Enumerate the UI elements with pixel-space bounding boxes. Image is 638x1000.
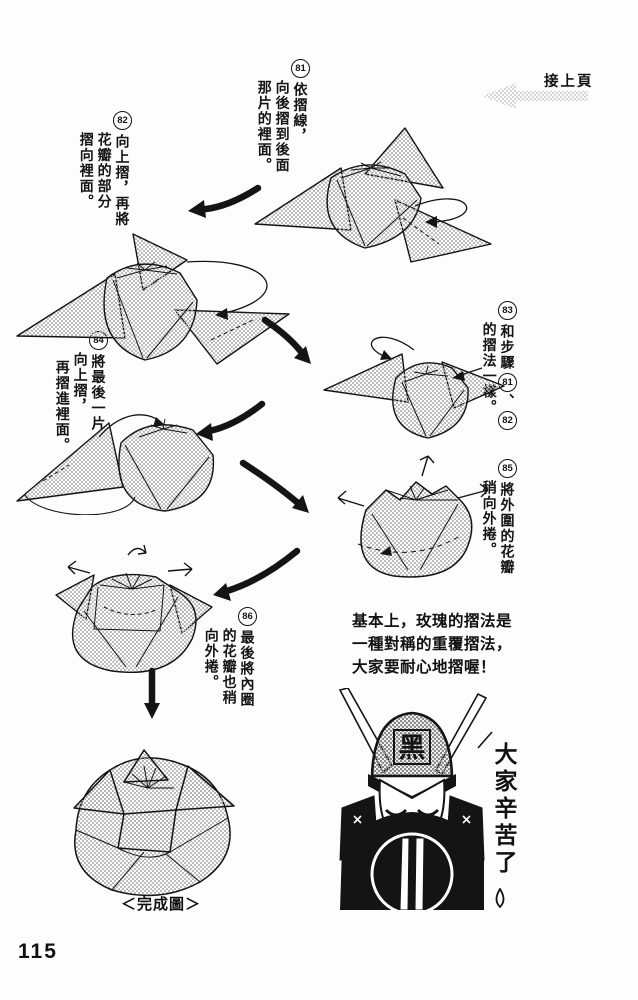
caption-column: 81依摺線， — [291, 58, 310, 173]
samurai-mascot-illustration: 黑 — [338, 688, 488, 910]
caption-column: 86最後將內圈 — [238, 606, 257, 708]
caption-column: 向後摺到後面 — [274, 80, 291, 173]
completed-figure-caption: ＜完成圖＞ — [120, 896, 201, 913]
caption-column: 83和步驟81、82 — [498, 300, 517, 432]
step-81-number-badge: 81 — [291, 59, 310, 78]
step-85-caption: 85將外圍的花瓣 稍向外捲。 — [480, 458, 517, 575]
caption-column: 再摺進裡面。 — [54, 360, 71, 453]
origami-step-86-figure — [55, 544, 213, 673]
step-83-number-badge: 83 — [498, 301, 517, 320]
note-line: 一種對稱的重覆摺法， — [352, 636, 513, 653]
origami-step-83-figure — [323, 336, 505, 439]
caption-column: 那片的裡面。 — [256, 80, 273, 173]
step-85-number-badge: 85 — [498, 459, 517, 478]
step-82-ref-badge: 82 — [498, 411, 517, 430]
finished-rose-figure — [73, 749, 235, 897]
origami-step-85-figure — [337, 455, 489, 578]
caption-column: 的花瓣也稍 — [221, 628, 238, 706]
continuation-arrow-icon — [482, 83, 588, 109]
caption-column: 花瓣的部分 — [96, 132, 113, 210]
origami-step-81-figure — [254, 127, 492, 263]
caption-column: 稍向外捲。 — [481, 480, 498, 558]
helmet-kanji: 黑 — [399, 733, 426, 763]
caption-column: 84將最後一片 — [89, 330, 108, 453]
step-82-number-badge: 82 — [113, 111, 132, 130]
step-82-caption: 82向上摺，再將 花瓣的部分 摺向裡面。 — [77, 110, 132, 227]
step-86-number-badge: 86 — [238, 607, 257, 626]
step-81-caption: 81依摺線， 向後摺到後面 那片的裡面。 — [255, 58, 310, 173]
caption-column: 向上摺， — [72, 352, 89, 414]
page-number: 115 — [18, 940, 58, 963]
continuation-label: 接上頁 — [544, 74, 594, 90]
caption-column: 向外捲。 — [203, 628, 220, 690]
caption-column: 摺向裡面。 — [78, 132, 95, 210]
step-84-caption: 84將最後一片 向上摺， 再摺進裡面。 — [53, 330, 108, 453]
caption-column: 85將外圍的花瓣 — [498, 458, 517, 575]
origami-step-82-figure — [16, 233, 290, 365]
note-line: 大家要耐心地摺喔！ — [352, 659, 497, 676]
note-paragraph: 基本上，玫瑰的摺法是 一種對稱的重覆摺法， 大家要耐心地摺喔！ — [352, 610, 602, 679]
note-line: 基本上，玫瑰的摺法是 — [352, 613, 513, 630]
step-86-caption: 86最後將內圈 的花瓣也稍 向外捲。 — [202, 606, 257, 708]
origami-step-84-figure — [16, 414, 215, 515]
mascot-speech-text: 大家辛苦了 — [491, 742, 517, 877]
caption-column: 82向上摺，再將 — [113, 110, 132, 227]
sweat-drop-icon — [495, 888, 505, 909]
